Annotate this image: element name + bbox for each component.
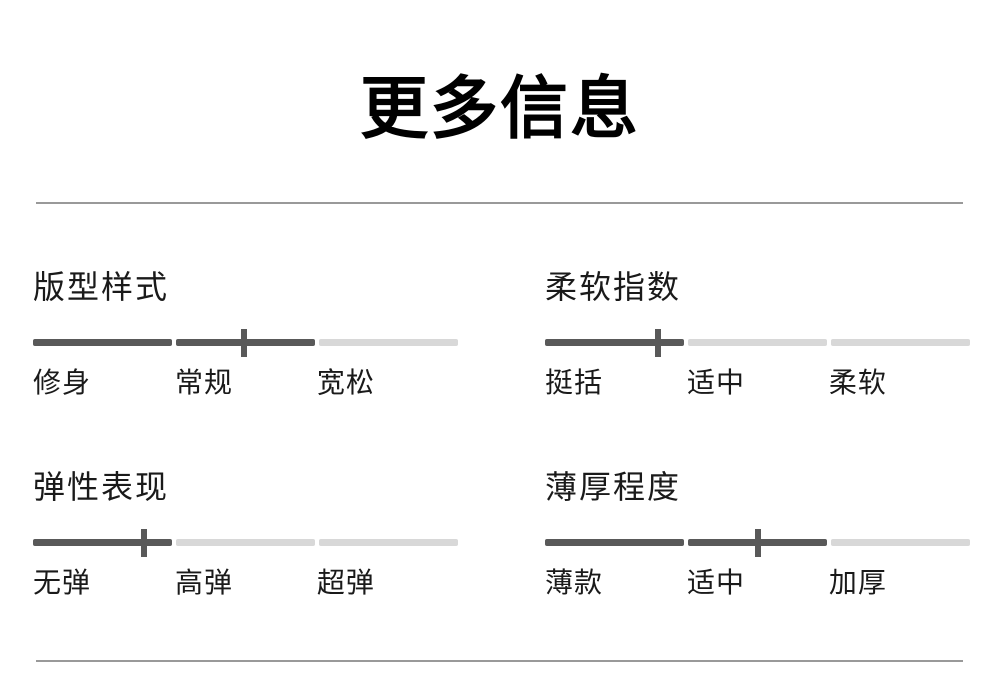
slider-label: 修身 (33, 367, 92, 398)
slider-track (545, 529, 970, 557)
slider-label: 常规 (174, 367, 233, 398)
slider-label: 无弹 (33, 567, 92, 598)
slider-marker (140, 529, 147, 557)
slider-track (33, 529, 458, 557)
track-segment (319, 539, 458, 546)
slider-thickness: 薄厚程度 薄款 适中 加厚 (545, 466, 970, 666)
slider-softness: 柔软指数 挺括 适中 柔软 (545, 266, 970, 466)
slider-scale-labels: 修身 常规 宽松 (33, 366, 458, 400)
slider-label: 高弹 (174, 567, 233, 598)
slider-track (33, 329, 458, 357)
track-segment (319, 339, 458, 346)
slider-scale-labels: 薄款 适中 加厚 (545, 566, 970, 600)
slider-heading: 柔软指数 (545, 269, 682, 305)
slider-label: 宽松 (316, 367, 375, 398)
attribute-sliders-section: 版型样式 修身 常规 宽松 柔软指数 挺括 适中 柔软 弹性表现 (33, 266, 970, 666)
slider-label: 超弹 (316, 567, 375, 598)
slider-label: 柔软 (828, 367, 887, 398)
track-segment (688, 339, 827, 346)
slider-label: 薄款 (545, 567, 604, 598)
slider-heading: 弹性表现 (33, 469, 170, 505)
slider-heading: 薄厚程度 (545, 469, 682, 505)
track-segment (33, 339, 172, 346)
slider-label: 挺括 (545, 367, 604, 398)
bottom-divider (36, 660, 963, 662)
track-segment (831, 339, 970, 346)
page-title: 更多信息 (359, 71, 640, 147)
slider-heading: 版型样式 (33, 269, 170, 305)
slider-marker (654, 329, 661, 357)
track-segment (545, 339, 684, 346)
slider-marker (754, 529, 761, 557)
slider-label: 适中 (686, 367, 745, 398)
track-segment (176, 539, 315, 546)
slider-elasticity: 弹性表现 无弹 高弹 超弹 (33, 466, 458, 666)
slider-label: 加厚 (828, 567, 887, 598)
track-segment (33, 539, 172, 546)
track-segment (831, 539, 970, 546)
slider-marker (240, 329, 247, 357)
slider-label: 适中 (686, 567, 745, 598)
top-divider (36, 202, 963, 204)
slider-fit-style: 版型样式 修身 常规 宽松 (33, 266, 458, 466)
slider-scale-labels: 无弹 高弹 超弹 (33, 566, 458, 600)
slider-scale-labels: 挺括 适中 柔软 (545, 366, 970, 400)
track-segment (545, 539, 684, 546)
slider-track (545, 329, 970, 357)
